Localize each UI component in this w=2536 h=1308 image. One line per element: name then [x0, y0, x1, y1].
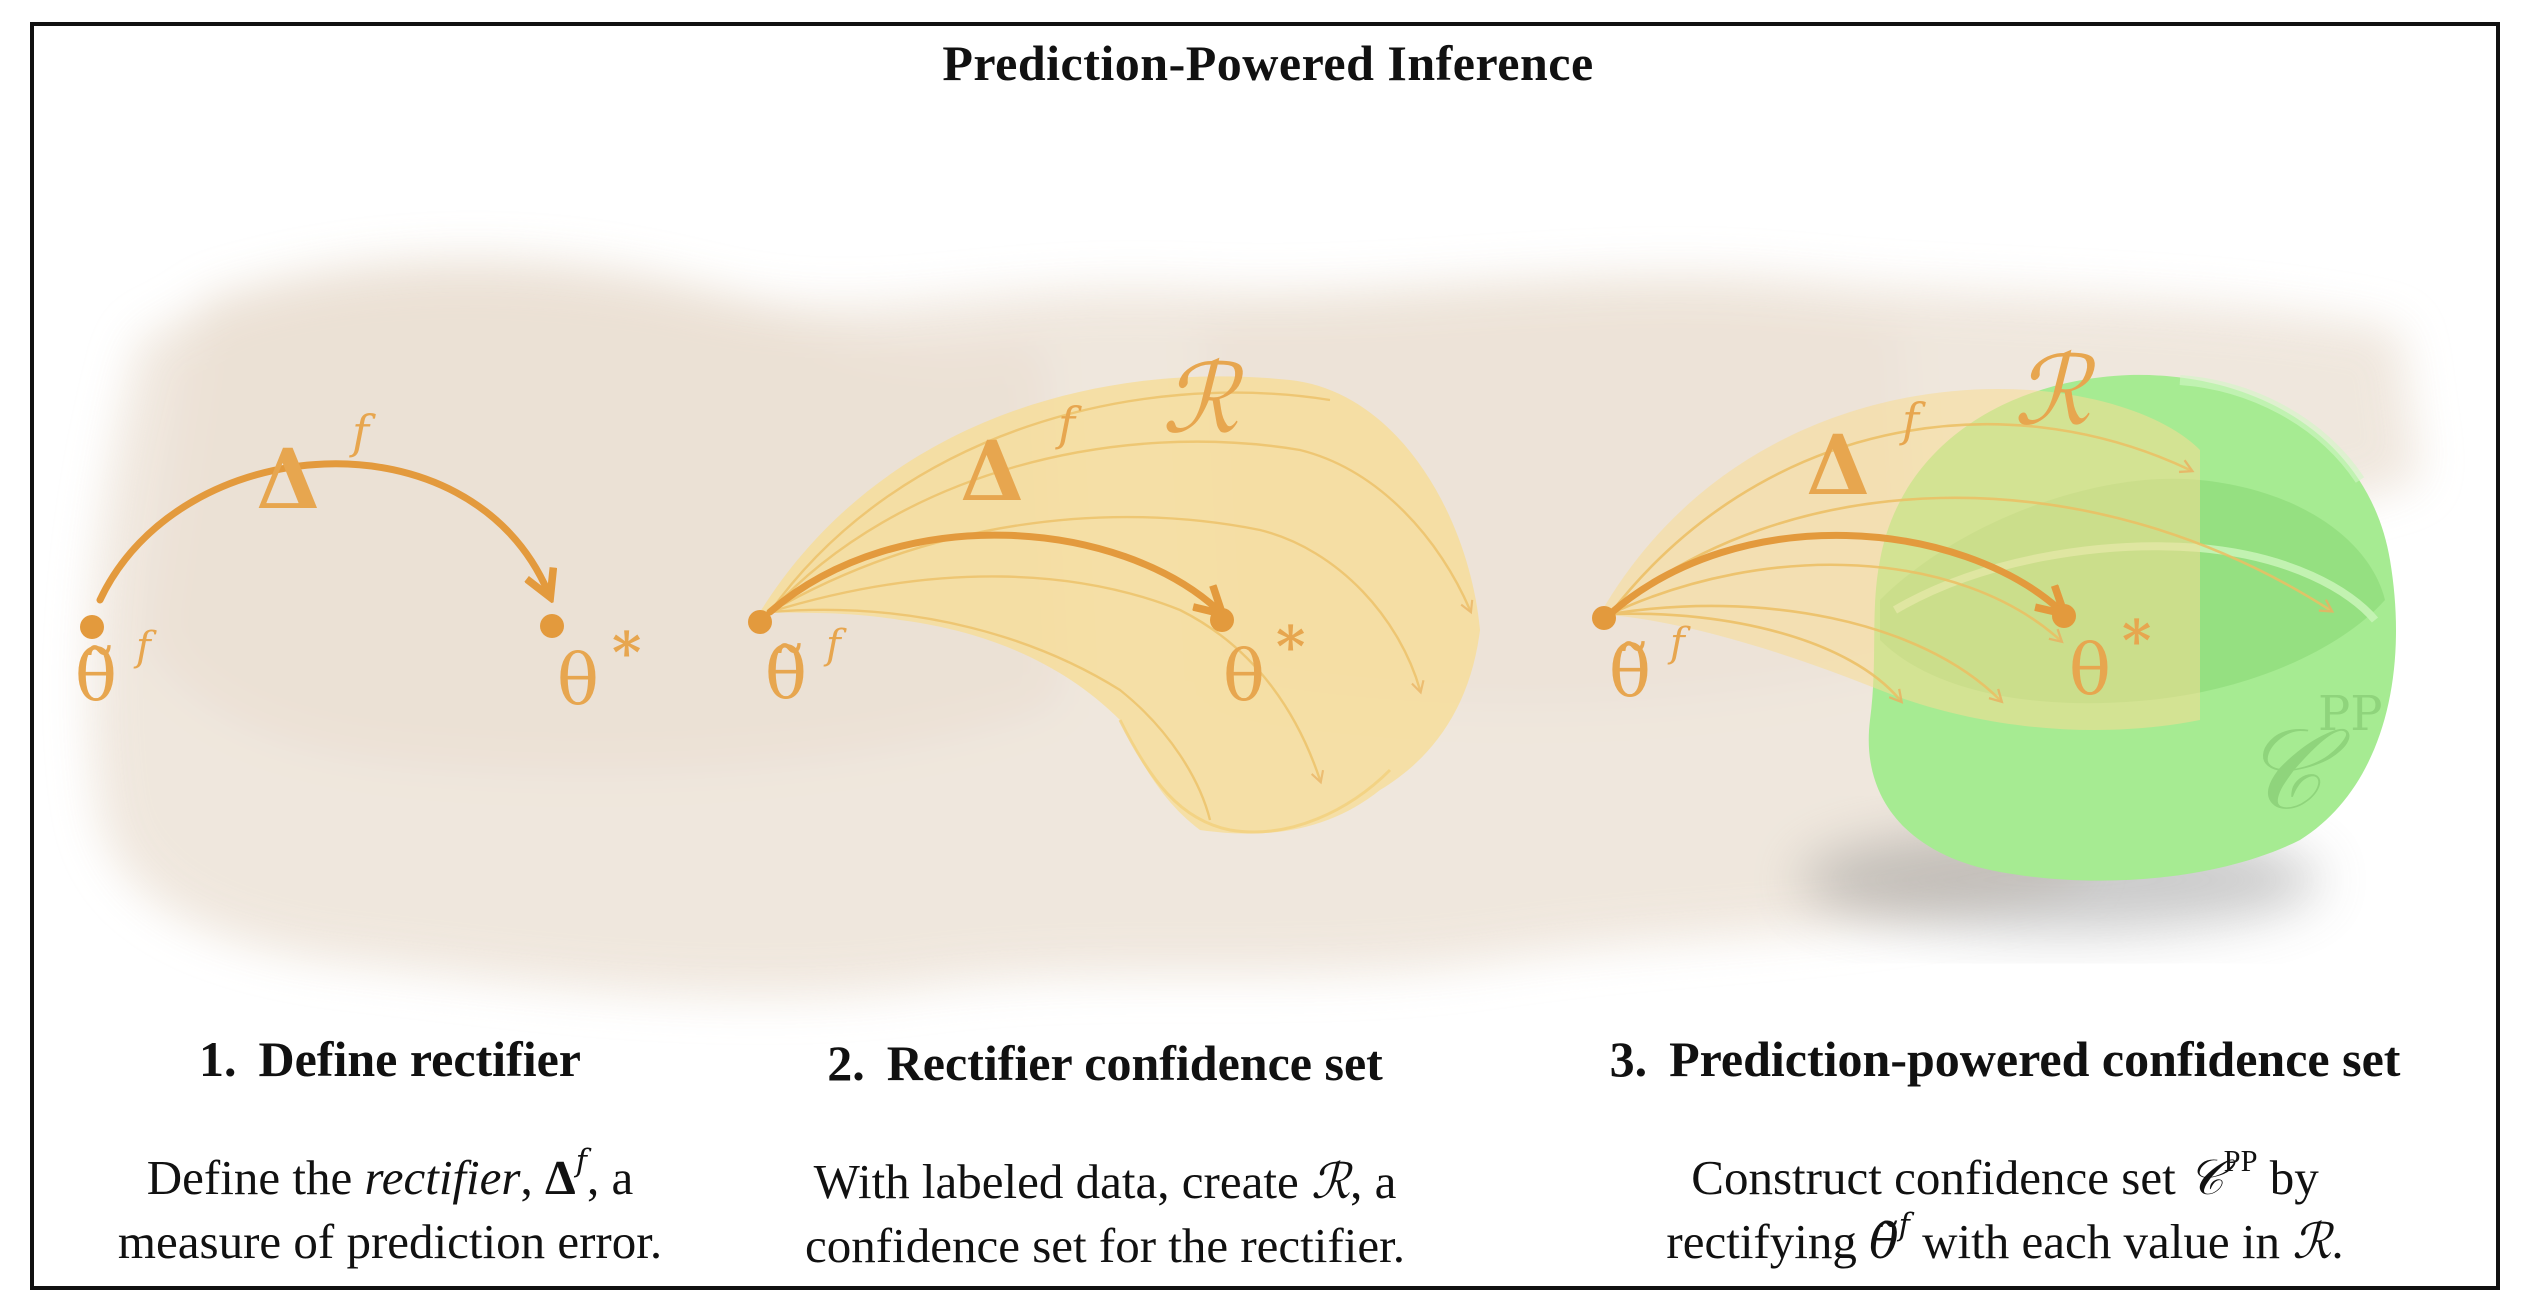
panel2-theta-star-dot	[1210, 608, 1234, 632]
panel3-diagram: ℛ Δ f θ̃ f θ * 𝒞 PP	[1592, 335, 2396, 932]
panel3-number: 3.	[1609, 1031, 1648, 1087]
panel2-theta-star-label: θ	[1223, 635, 1265, 717]
panel2-desc-line2: confidence set for the rectifier.	[805, 1218, 1405, 1273]
panel3-region-label: ℛ	[2014, 335, 2097, 447]
panel3-rectifier-arrow	[1606, 531, 2060, 614]
panel1-desc-line1: Define the rectifier, Δf, a	[146, 1144, 634, 1205]
panel3-theta-tilde-dot	[1592, 606, 1616, 630]
panel1-theta-tilde-dot	[80, 615, 104, 639]
panel3-heading-text: Prediction-powered confidence set	[1669, 1031, 2401, 1087]
panel2-theta-tilde-label: θ̃	[765, 633, 807, 715]
panel1-description: Define the rectifier, Δf, a measure of p…	[40, 1146, 740, 1274]
panel3-caption: 3. Prediction-powered confidence set Cons…	[1510, 1030, 2500, 1274]
panel1-heading: 1. Define rectifier	[40, 1030, 740, 1088]
panel2-delta-label: Δ	[960, 424, 1024, 520]
panel2-theta-tilde-dot	[748, 610, 772, 634]
panel1-desc-line2: measure of prediction error.	[117, 1214, 663, 1269]
panel3-theta-star-label: θ	[2069, 629, 2111, 711]
panel2-region-sheet	[760, 376, 1480, 834]
panel3-heading: 3. Prediction-powered confidence set	[1510, 1030, 2500, 1088]
panel1-diagram: Δ f θ̃ f θ *	[75, 405, 641, 721]
panel3-theta-star-dot	[2052, 604, 2076, 628]
panel1-number: 1.	[199, 1031, 237, 1087]
panel1-theta-star-dot	[540, 614, 564, 638]
panel2-theta-star-sup: *	[1276, 614, 1305, 680]
panel1-heading-text: Define rectifier	[258, 1031, 582, 1087]
panel2-number: 2.	[827, 1035, 865, 1091]
panel2-desc-line1: With labeled data, create ℛ, a	[813, 1153, 1397, 1210]
panel3-desc-line1: Construct confidence set 𝒞PP by	[1691, 1144, 2319, 1206]
panel1-theta-star-label: θ	[557, 639, 599, 721]
panel3-desc-line2: rectifying θ̃f with each value in ℛ.	[1666, 1208, 2344, 1270]
panel3-description: Construct confidence set 𝒞PP by rectifyi…	[1510, 1146, 2500, 1274]
panel1-theta-tilde-label: θ̃	[75, 635, 117, 717]
panel1-theta-star-sup: *	[612, 620, 641, 686]
panel1-rectifier-arrow	[96, 460, 548, 600]
panel2-description: With labeled data, create ℛ, a confidenc…	[710, 1150, 1500, 1278]
panel2-rectifier-arrow	[766, 531, 1218, 612]
panel2-region-label: ℛ	[1162, 343, 1245, 455]
panel3-theta-tilde-label: θ̃	[1609, 631, 1651, 713]
panel2-heading-text: Rectifier confidence set	[886, 1035, 1383, 1091]
panel3-theta-star-sup: *	[2122, 608, 2151, 674]
panel2-diagram: ℛ Δ f θ̃ f θ *	[748, 343, 1480, 834]
panel2-caption: 2. Rectifier confidence set With labeled …	[710, 1030, 1500, 1278]
panel2-heading: 2. Rectifier confidence set	[710, 1034, 1500, 1092]
figure-title: Prediction-Powered Inference	[942, 35, 1594, 91]
panel1-caption: 1. Define rectifier Define the rectifier,…	[40, 1030, 740, 1274]
panel3-delta-label: Δ	[1806, 418, 1870, 514]
panel3-set-sup: PP	[2318, 686, 2383, 742]
panel1-delta-label: Δ	[256, 432, 320, 528]
